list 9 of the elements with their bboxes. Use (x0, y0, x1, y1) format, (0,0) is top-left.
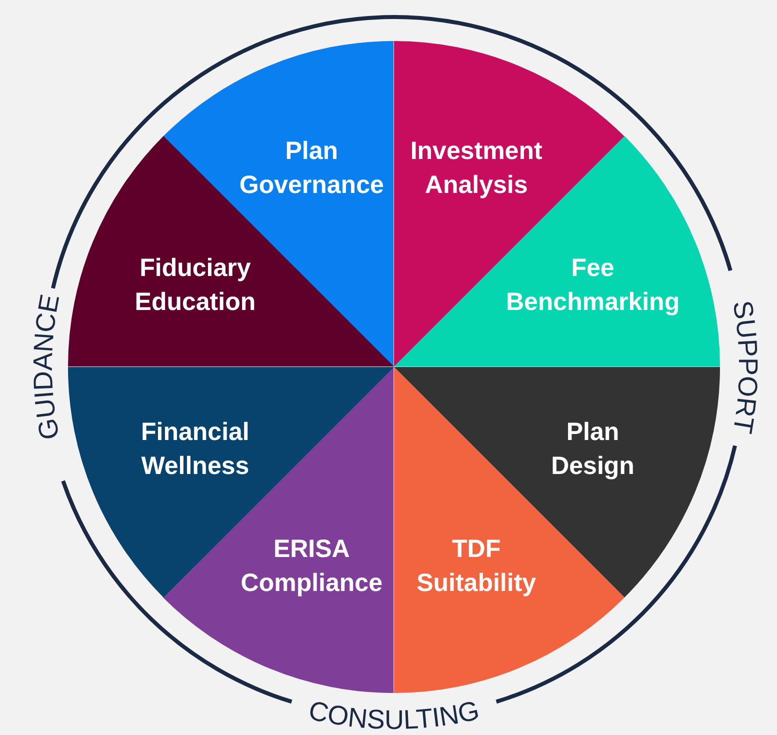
segment-label: Plan Governance (238, 136, 385, 202)
segment-label: ERISA Compliance (240, 534, 384, 599)
segment-label: TDF Suitability (416, 534, 538, 599)
segment-label: Fiduciary Education (134, 252, 257, 318)
segment-label: Fee Benchmarking (504, 252, 681, 318)
ring-label: CONSULTING (306, 695, 482, 735)
segment-label: Plan Design (550, 417, 636, 482)
segment-label: Financial Wellness (140, 417, 250, 482)
segment-label: Investment Analysis (409, 136, 544, 202)
